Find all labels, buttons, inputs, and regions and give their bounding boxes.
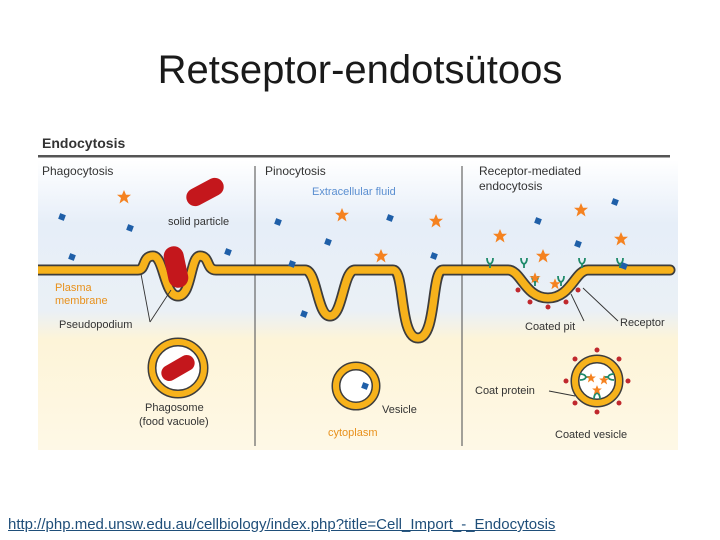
- solid-particle: [186, 177, 224, 207]
- label-coated-vesicle: Coated vesicle: [555, 429, 627, 441]
- endocytosis-diagram: Endocytosis Phagocytosis Pinocytosis Rec…: [38, 135, 678, 450]
- pointer-lines: [140, 273, 619, 397]
- heading-rule: [38, 155, 670, 158]
- source-link[interactable]: http://php.med.unsw.edu.au/cellbiology/i…: [8, 516, 556, 533]
- coat-protein-dots: [563, 347, 631, 415]
- label-plasma-membrane-line1: Plasma: [55, 282, 93, 294]
- coated-vesicle-group: [563, 347, 631, 415]
- label-cytoplasm: cytoplasm: [328, 427, 378, 439]
- diagram-heading: Endocytosis: [42, 135, 125, 151]
- phagosome-membrane: [149, 339, 207, 397]
- phagosome-particle: [161, 355, 195, 381]
- coated-pit-coat-proteins: [515, 287, 581, 310]
- vesicle-membrane: [333, 363, 379, 409]
- label-receptor: Receptor: [620, 317, 665, 329]
- engulfed-particle: [163, 246, 189, 288]
- label-phagosome-line1: Phagosome: [145, 402, 204, 414]
- label-coated-pit: Coated pit: [525, 321, 575, 333]
- panel-title-receptor-line1: Receptor-mediated: [479, 164, 581, 178]
- coated-vesicle-membrane: [572, 356, 622, 406]
- plasma-membrane: [38, 250, 676, 344]
- label-solid-particle: solid particle: [168, 216, 229, 228]
- label-vesicle: Vesicle: [382, 404, 417, 416]
- label-pseudopodium: Pseudopodium: [59, 319, 132, 331]
- panel-title-phagocytosis: Phagocytosis: [42, 164, 113, 178]
- slide-title: Retseptor-endotsütoos: [157, 48, 563, 92]
- label-plasma-membrane-line2: membrane: [55, 295, 108, 307]
- label-coat-protein: Coat protein: [475, 385, 535, 397]
- panel-title-receptor-line2: endocytosis: [479, 179, 542, 193]
- label-extracellular-fluid: Extracellular fluid: [312, 186, 396, 198]
- panel-title-pinocytosis: Pinocytosis: [265, 164, 326, 178]
- label-phagosome-line2: (food vacuole): [139, 416, 209, 428]
